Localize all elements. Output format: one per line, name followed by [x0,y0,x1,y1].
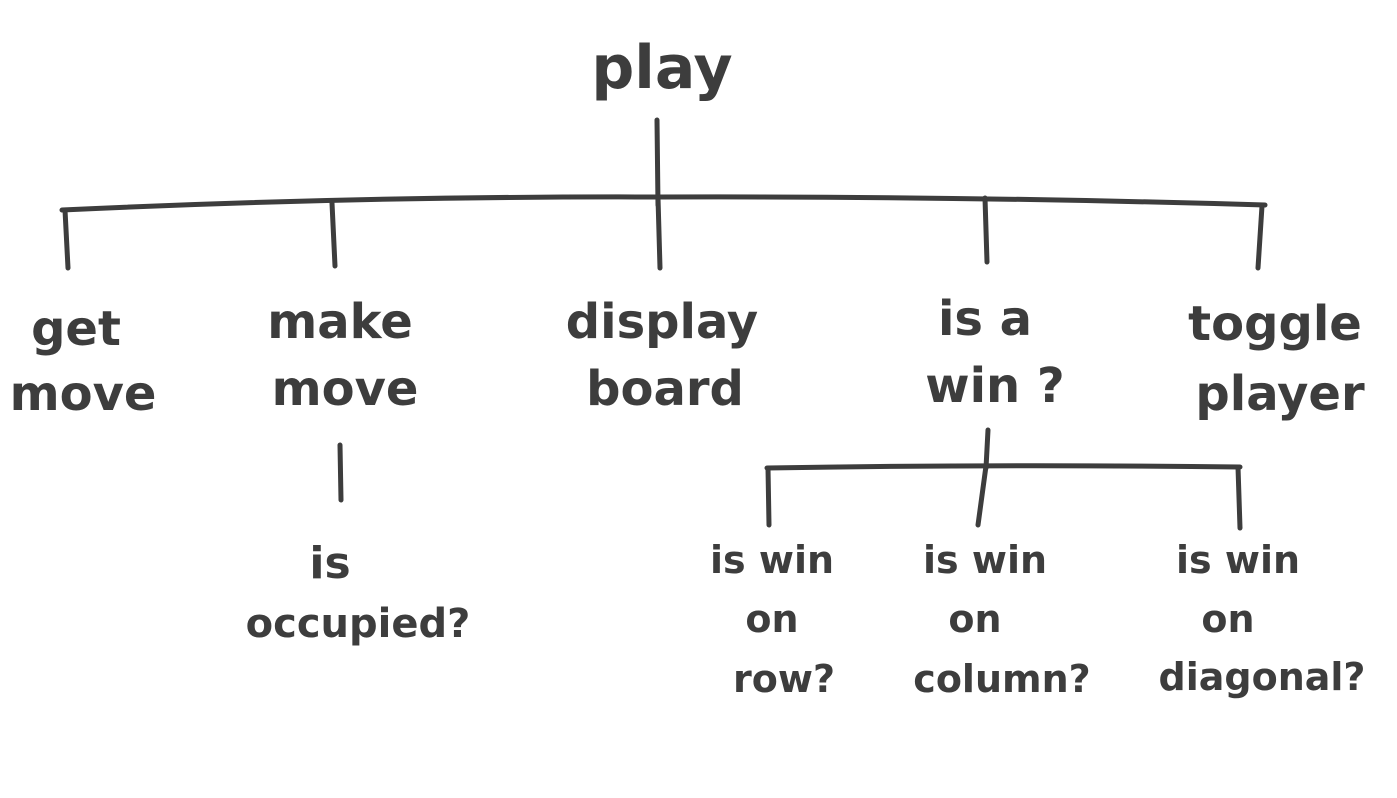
node-display-board-line-2: board [586,361,744,417]
node-is-a-win-line-2: win ? [925,358,1065,414]
node-is-occupied-line-2: occupied? [246,601,471,647]
node-is-win-on-diagonal: is win on diagonal? [1159,538,1366,699]
node-is-win-on-column: is win on column? [913,538,1090,701]
node-get-move-line-1: get [31,301,121,357]
node-make-move-line-1: make [267,294,413,350]
node-is-win-on-diagonal-line-2: on [1201,597,1254,641]
node-is-win-on-column-line-2: on [948,597,1001,641]
edge-to-get-move [62,207,71,271]
node-is-occupied: is occupied? [246,538,471,647]
edge-to-is-a-win [982,195,990,265]
node-play-line-1: play [591,33,732,103]
node-get-move: get move [10,301,157,422]
edge-play-stem [654,117,661,208]
edge-level1-bar [59,194,1268,213]
edge-to-is-win-on-row [765,465,772,528]
node-is-win-on-column-line-1: is win [923,538,1047,582]
node-play: play [591,33,732,103]
node-is-a-win: is a win ? [925,291,1065,414]
node-is-win-on-row-line-1: is win [710,538,834,582]
node-display-board-line-1: display [566,294,758,350]
edge-to-is-win-on-column [975,463,989,528]
node-is-win-on-diagonal-line-3: diagonal? [1159,655,1366,699]
edges-make-move [337,442,344,503]
node-is-win-on-row-line-2: on [745,597,798,641]
node-toggle-player-line-1: toggle [1188,296,1362,352]
edge-to-display-board [655,195,663,271]
edge-to-make-move [329,200,338,269]
node-is-win-on-diagonal-line-1: is win [1176,538,1300,582]
node-toggle-player: toggle player [1188,296,1365,422]
node-make-move: make move [267,294,418,417]
node-toggle-player-line-2: player [1195,366,1365,422]
edge-to-is-occupied [337,442,344,503]
edge-is-a-win-stem [983,427,991,471]
node-is-a-win-line-1: is a [938,291,1032,347]
node-is-win-on-column-line-3: column? [913,657,1090,701]
node-is-occupied-line-1: is [309,538,350,589]
node-is-win-on-row-line-3: row? [733,657,835,701]
node-display-board: display board [566,294,758,417]
node-get-move-line-2: move [10,366,157,422]
node-is-win-on-row: is win on row? [710,538,835,701]
edges-root [59,117,1268,271]
node-make-move-line-2: move [272,361,419,417]
edge-to-toggle-player [1255,203,1265,271]
edge-to-is-win-on-diagonal [1235,464,1243,531]
edge-level2-bar [764,463,1243,471]
edges-is-a-win [764,427,1243,531]
